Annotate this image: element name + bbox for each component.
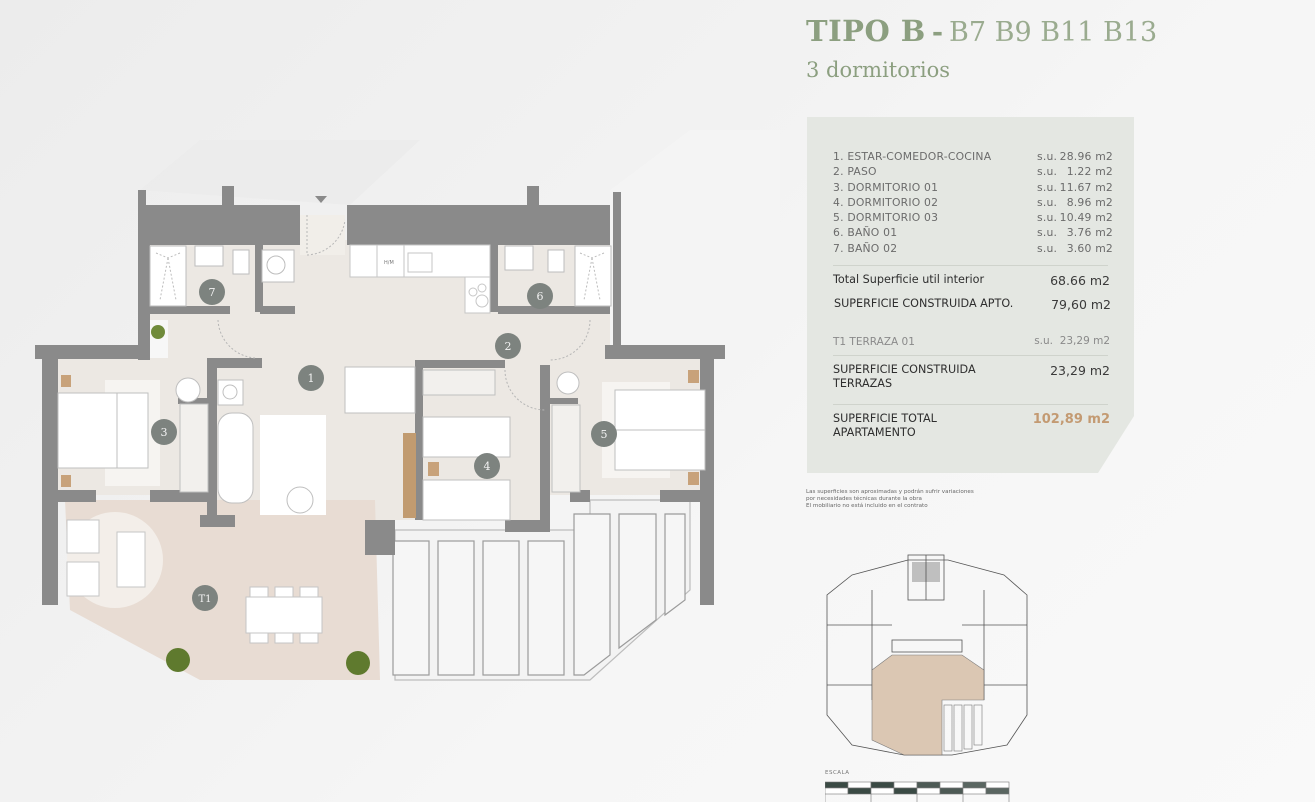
entrance-door bbox=[300, 215, 346, 256]
unit-list: B7 B9 B11 B13 bbox=[949, 17, 1158, 48]
construida-apto-row: SUPERFICIE CONSTRUIDA APTO.79,60 m2 bbox=[834, 297, 1111, 312]
terrace-furniture bbox=[66, 512, 323, 644]
bathroom-01-fixtures bbox=[504, 245, 612, 307]
plant-icon bbox=[151, 325, 165, 339]
bedroom-03-furniture bbox=[551, 370, 706, 493]
page-title: TIPO B-B7 B9 B11 B13 bbox=[806, 14, 1157, 48]
marker-room-1: 1 bbox=[298, 365, 324, 391]
bedroom-01-furniture bbox=[57, 375, 209, 493]
svg-text:5: 5 bbox=[601, 428, 608, 441]
living-room-furniture bbox=[217, 366, 416, 518]
svg-text:1: 1 bbox=[308, 372, 315, 385]
marker-room-2: 2 bbox=[495, 333, 521, 359]
kitchen-label: H/M bbox=[384, 260, 394, 266]
marker-room-6: 6 bbox=[527, 283, 553, 309]
title-separator: - bbox=[931, 17, 944, 48]
scale-bar bbox=[825, 781, 1010, 802]
divider bbox=[833, 265, 1108, 266]
bedroom-count: 3 dormitorios bbox=[806, 58, 951, 82]
building-key-plan bbox=[826, 554, 1028, 756]
plant-icon bbox=[166, 648, 190, 672]
scale-label: ESCALA bbox=[825, 770, 850, 776]
svg-text:6: 6 bbox=[537, 290, 544, 303]
marker-room-7: 7 bbox=[199, 279, 225, 305]
disclaimer-notes: Las superficies son aproximadas y podrán… bbox=[806, 489, 974, 509]
svg-text:2: 2 bbox=[505, 340, 512, 353]
svg-text:7: 7 bbox=[209, 286, 216, 299]
bathroom-02-fixtures bbox=[149, 245, 295, 307]
marker-room-4: 4 bbox=[474, 453, 500, 479]
divider bbox=[833, 355, 1108, 356]
svg-text:3: 3 bbox=[161, 426, 168, 439]
marker-terrace-t1: T1 bbox=[192, 585, 218, 611]
balcony-planters bbox=[392, 499, 691, 681]
interior-doors bbox=[217, 319, 591, 411]
svg-text:T1: T1 bbox=[198, 594, 211, 605]
kitchen bbox=[349, 244, 491, 314]
highlighted-unit bbox=[871, 654, 985, 756]
marker-room-5: 5 bbox=[591, 421, 617, 447]
floor-plan: H/M bbox=[35, 140, 725, 681]
entrance-arrow-icon bbox=[315, 196, 327, 203]
marker-room-3: 3 bbox=[151, 419, 177, 445]
walls bbox=[35, 186, 725, 605]
divider bbox=[833, 404, 1108, 405]
room-markers: 1 2 3 4 5 6 7 T1 bbox=[151, 279, 617, 611]
svg-text:4: 4 bbox=[484, 460, 491, 473]
plant-icon bbox=[346, 651, 370, 675]
apartment-type: TIPO B bbox=[806, 14, 926, 48]
bedroom-02-furniture bbox=[422, 369, 511, 521]
